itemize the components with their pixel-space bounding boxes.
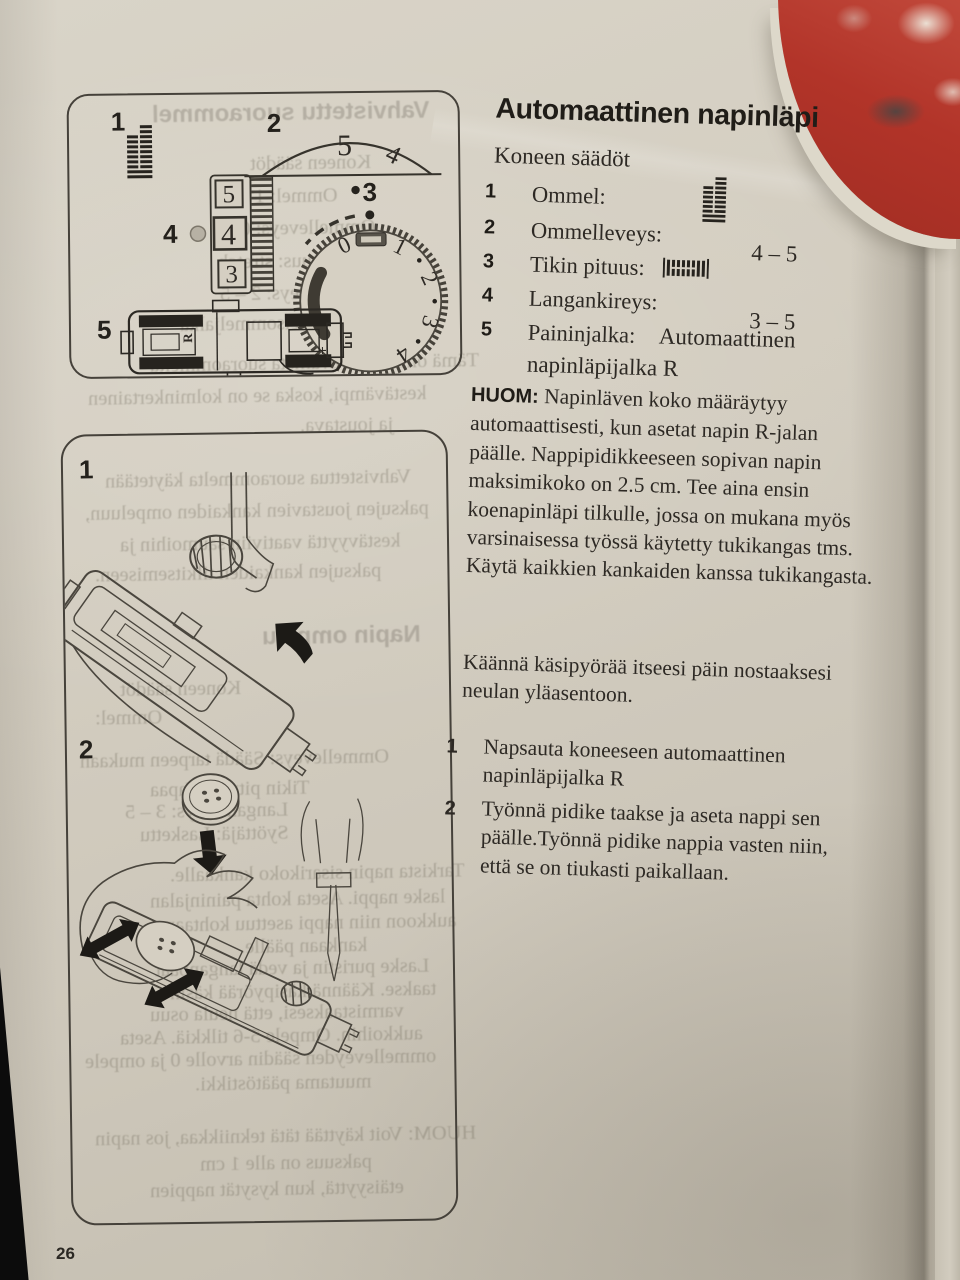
instructions-diagram-box: 1 <box>60 429 459 1226</box>
settings-diagram-box: 1 2 5 4 <box>66 89 463 380</box>
stitch-width-indicator <box>244 142 442 178</box>
setting-num: 3 <box>482 250 495 273</box>
settings-heading: Koneen säädöt <box>493 142 631 172</box>
setting-label: Tikin pituus: <box>529 251 646 281</box>
tension-num-5: 5 <box>222 181 235 208</box>
setting-value-line2: napinläpijalka R <box>526 351 679 382</box>
diagram-label-2: 2 <box>267 108 282 138</box>
dial-marker-dot <box>365 210 375 220</box>
diagram-label-5: 5 <box>97 315 112 345</box>
width-num-5: 5 <box>337 129 352 162</box>
setting-num: 2 <box>483 216 496 239</box>
setting-value-line1: Automaattinen <box>658 323 796 353</box>
step-num: 2 <box>444 797 457 820</box>
step-text: Työnnä pidike taakse ja aseta nappi sen … <box>479 796 829 885</box>
settings-diagram: 1 2 5 4 <box>97 106 449 378</box>
buttonhole-stitch-icon <box>702 177 727 223</box>
setting-num: 1 <box>484 180 497 203</box>
stitch-length-dial <box>293 214 449 378</box>
diagram-label-3: 3 <box>362 177 377 207</box>
instructions-diagram: 1 <box>62 454 364 1056</box>
diagram-label-1: 1 <box>111 106 126 136</box>
setting-label: Langankireys: <box>528 285 658 315</box>
note-text: Napinläven koko määräytyy automaattisest… <box>465 383 873 590</box>
double-arrow-icon <box>79 919 140 960</box>
setting-num: 5 <box>480 318 493 341</box>
text-column: Automaattinen napinläpi Koneen säädöt 1 … <box>444 92 890 924</box>
setting-label: Ommel: <box>531 181 607 209</box>
tension-dot <box>189 225 207 242</box>
setting-value: 4 – 5 <box>750 240 798 267</box>
setting-row-ommel: 1 Ommel: <box>475 177 887 223</box>
page-number: 26 <box>56 1244 75 1263</box>
tension-slider <box>209 174 275 295</box>
setting-row-ommelleveys: 2 Ommelleveys: 4 – 5 <box>474 216 886 266</box>
hand-button-foot-drawing <box>79 798 364 1056</box>
arrow-down-icon <box>192 830 227 875</box>
setting-row-paininjalka: 5 Paininjalka: Automaattinen napinläpija… <box>471 318 883 381</box>
tension-num-4: 4 <box>221 218 236 251</box>
foot-letter-R: R <box>180 333 195 343</box>
note-label: HUOM: <box>470 383 540 408</box>
double-arrow-icon <box>144 968 205 1009</box>
diagram-label-4: 4 <box>163 219 178 249</box>
arrow-up-left-icon <box>275 621 313 664</box>
buttonhole-foot-top-view: R <box>120 299 352 378</box>
diagram2-label-1: 1 <box>79 454 94 484</box>
setting-num: 4 <box>481 284 494 307</box>
step-text: Napsauta koneeseen automaattinen napinlä… <box>482 734 786 792</box>
setting-row-tikin-pituus: 3 Tikin pituus: <box>473 250 885 280</box>
dial-plus: + <box>318 343 327 359</box>
page-edge <box>935 218 960 1280</box>
button-drawing <box>181 773 240 826</box>
foot-attach-drawing <box>62 472 318 777</box>
step-item-1: 1 Napsauta koneeseen automaattinen napin… <box>446 732 871 801</box>
buttonhole-stitch-icon <box>126 125 153 179</box>
page-title: Automaattinen napinläpi <box>495 92 820 135</box>
setting-label: Paininjalka: <box>527 319 636 348</box>
ghost-line: kestävämpi, koska se on kolminkertainen <box>87 382 427 410</box>
setting-label: Ommelleveys: <box>530 217 663 247</box>
step-num: 1 <box>446 735 459 758</box>
tension-num-3: 3 <box>225 261 238 288</box>
satin-stitch-icon <box>662 257 710 279</box>
step-item-2: 2 Työnnä pidike taakse ja aseta nappi se… <box>444 794 869 891</box>
setting-row-langankireys: 4 Langankireys: 3 – 5 <box>472 284 884 334</box>
width-marker-dot <box>351 185 360 195</box>
diagram2-label-2: 2 <box>79 734 94 764</box>
handwheel-paragraph: Käännä käsipyörää itseesi päin nostaakse… <box>461 649 833 708</box>
note-paragraph: HUOM: Napinläven koko määräytyy automaat… <box>466 380 880 592</box>
